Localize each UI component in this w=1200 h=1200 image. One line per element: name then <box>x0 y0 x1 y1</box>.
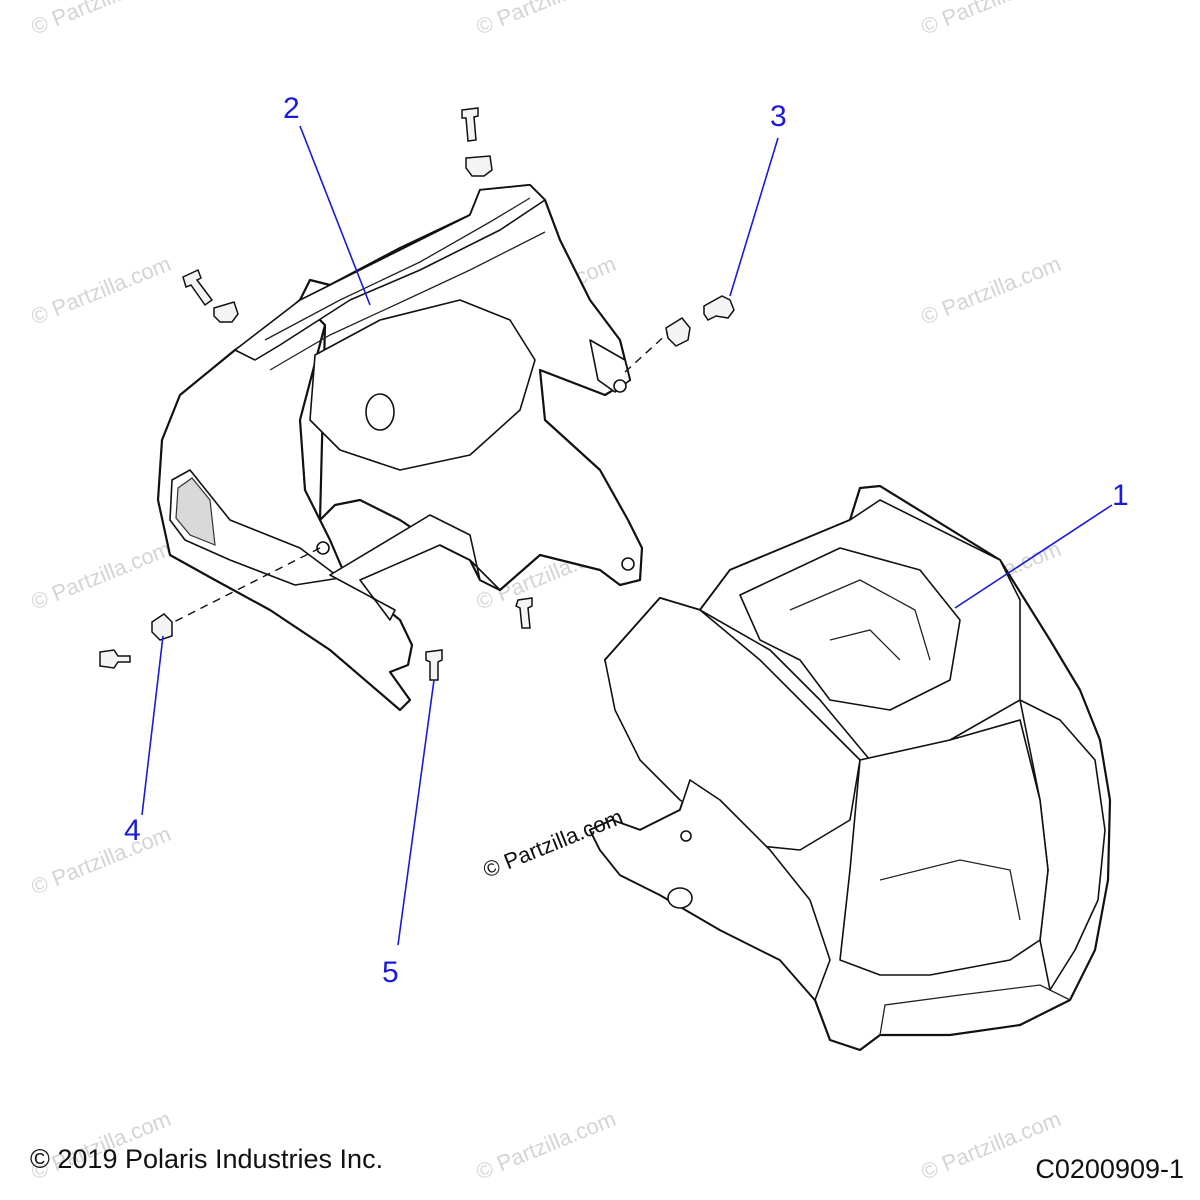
leader-line-1 <box>954 504 1113 609</box>
watermark: © Partzilla.com <box>473 1106 620 1185</box>
shroud-rail-edge <box>269 231 546 371</box>
watermark: © Partzilla.com <box>473 0 620 40</box>
shroud-rail-edge <box>264 197 531 341</box>
hood-opening-edge <box>879 859 1021 921</box>
push-clip <box>151 613 173 641</box>
watermark: © Partzilla.com <box>28 251 175 330</box>
shroud-vent <box>175 477 216 546</box>
watermark: © Partzilla.com <box>918 251 1065 330</box>
copyright-text: © 2019 Polaris Industries Inc. <box>30 1144 383 1174</box>
shroud-mount-post <box>613 379 627 393</box>
part-2-rear-shroud <box>156 183 644 712</box>
callout-2: 2 <box>283 92 300 125</box>
hood-recess-line <box>829 629 901 661</box>
screw <box>425 649 443 681</box>
callout-1: 1 <box>1112 479 1129 512</box>
shroud-top-rail <box>234 184 546 361</box>
push-clip <box>213 301 239 323</box>
callouts: 1 2 3 4 5 <box>124 92 1129 989</box>
screw <box>703 295 735 321</box>
hood-skid-hole <box>680 830 692 842</box>
hood-lower-lip <box>879 984 1071 1036</box>
shroud-mount-post <box>621 557 635 571</box>
leader-line-4 <box>141 635 164 816</box>
watermark: © Partzilla.com <box>28 0 175 40</box>
screw <box>99 649 131 669</box>
callout-5: 5 <box>382 956 399 989</box>
leader-line-3 <box>729 137 779 297</box>
hood-recess-line <box>789 579 931 661</box>
shroud-mount-post <box>316 541 330 555</box>
hood-skid-hole <box>667 887 693 909</box>
screw <box>182 268 214 307</box>
screw <box>461 107 479 142</box>
push-clip <box>465 155 493 177</box>
diagram-code: C0200909-1 <box>1035 1154 1184 1184</box>
callout-3: 3 <box>770 100 787 133</box>
hood-top-recess <box>739 547 961 711</box>
watermark: © Partzilla.com <box>28 821 175 900</box>
shroud-hole <box>365 393 395 431</box>
callout-4: 4 <box>124 814 141 847</box>
leader-line-2 <box>299 125 371 306</box>
hood-lower-skid <box>589 779 831 1001</box>
shroud-left-recess <box>169 469 341 586</box>
push-clip <box>665 317 691 347</box>
hood-opening <box>839 719 1049 976</box>
shroud-inner-cavity <box>309 299 536 471</box>
hood-front-flap <box>604 597 861 851</box>
watermark: © Partzilla.com <box>28 536 175 615</box>
assembly-line <box>161 547 321 629</box>
screw <box>515 597 533 629</box>
assembly-line <box>624 332 669 373</box>
fasteners <box>99 107 735 681</box>
leader-line-5 <box>397 679 435 946</box>
watermark: © Partzilla.com <box>918 0 1065 40</box>
shroud-bottom-flange <box>329 514 501 621</box>
part-1-front-hood <box>588 484 1112 1052</box>
